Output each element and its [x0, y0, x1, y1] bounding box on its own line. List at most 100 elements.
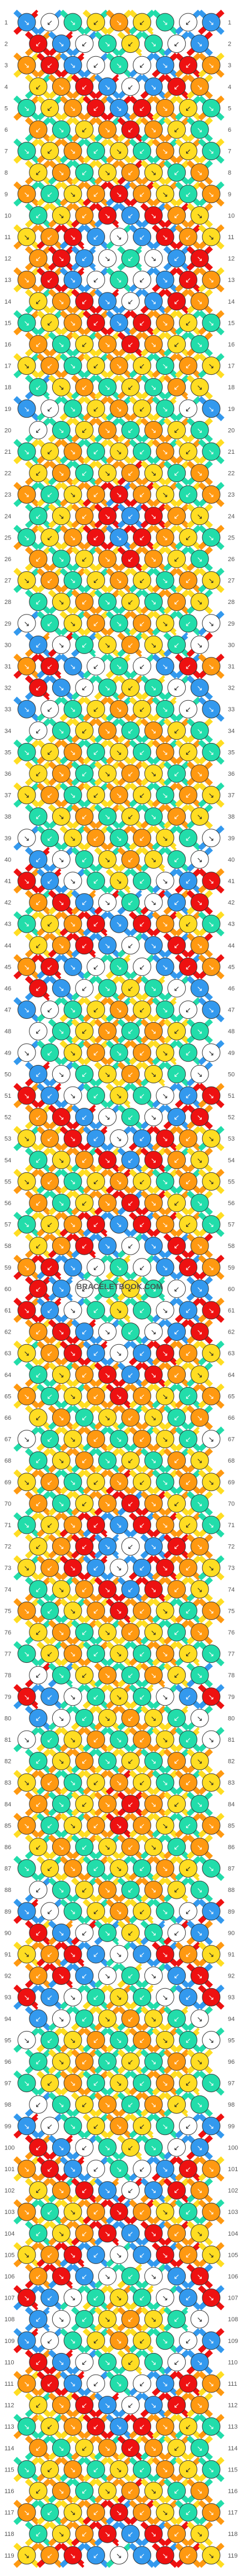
knot-arrow-icon: ↘	[58, 2316, 64, 2324]
knot-arrow-icon: ↘	[208, 749, 215, 757]
knot-arrow-icon: ↘	[58, 2058, 64, 2067]
row-number-left: 88	[4, 1887, 11, 1894]
knot-arrow-icon: ↙	[47, 2080, 53, 2088]
knot-arrow-icon: ↘	[104, 2187, 111, 2196]
knot-arrow-icon: ↙	[173, 1844, 180, 1852]
knot-arrow-icon: ↙	[173, 1758, 180, 1766]
row-number-left: 28	[4, 599, 11, 606]
row-number-right: 11	[228, 234, 234, 241]
knot-arrow-icon: ↘	[208, 363, 215, 371]
knot-arrow-icon: ↙	[139, 534, 145, 542]
row-number-right: 114	[228, 2445, 238, 2452]
knot-arrow-icon: ↘	[162, 148, 168, 156]
knot-arrow-icon: ↙	[35, 1285, 41, 1294]
row-number-right: 10	[228, 212, 235, 219]
knot-arrow-icon: ↘	[151, 2316, 157, 2324]
row-number-right: 58	[228, 1243, 235, 1250]
knot-arrow-icon: ↘	[116, 620, 122, 628]
knot-arrow-icon: ↙	[93, 105, 99, 113]
knot-arrow-icon: ↙	[35, 1500, 41, 1508]
knot-arrow-icon: ↙	[81, 770, 87, 779]
knot-arrow-icon: ↙	[139, 577, 145, 586]
knot-arrow-icon: ↙	[35, 1457, 41, 1465]
knot-arrow-icon: ↙	[185, 2295, 191, 2303]
knot-arrow-icon: ↙	[139, 1779, 145, 1787]
knot-arrow-icon: ↙	[139, 1264, 145, 1272]
knot-arrow-icon: ↙	[185, 1092, 191, 1101]
knot-arrow-icon: ↘	[58, 1586, 64, 1594]
knot-arrow-icon: ↙	[127, 2230, 133, 2238]
row-number-right: 52	[228, 1114, 235, 1121]
knot-arrow-icon: ↙	[93, 835, 99, 843]
knot-arrow-icon: ↙	[47, 1436, 53, 1444]
knot-arrow-icon: ↘	[70, 2509, 76, 2518]
knot-arrow-icon: ↘	[208, 1693, 215, 1702]
knot-arrow-icon: ↙	[35, 126, 41, 135]
knot-arrow-icon: ↙	[35, 2402, 41, 2410]
knot-arrow-icon: ↙	[185, 878, 191, 886]
row-number-left: 80	[4, 1715, 11, 1722]
knot-arrow-icon: ↘	[70, 1994, 76, 2002]
row-number-right: 101	[228, 2166, 238, 2173]
knot-arrow-icon: ↙	[127, 427, 133, 435]
row-number-left: 12	[4, 256, 11, 262]
knot-arrow-icon: ↘	[162, 534, 168, 542]
row-number-left: 83	[4, 1780, 11, 1786]
knot-arrow-icon: ↙	[127, 1629, 133, 1637]
row-number-right: 49	[228, 1050, 235, 1057]
knot-arrow-icon: ↙	[47, 1865, 53, 1874]
row-number-right: 5	[228, 105, 231, 112]
knot-arrow-icon: ↙	[139, 1994, 145, 2002]
row-number-right: 79	[228, 1694, 235, 1701]
knot-arrow-icon: ↙	[173, 2058, 180, 2067]
knot-arrow-icon: ↘	[162, 1049, 168, 1058]
knot-arrow-icon: ↘	[151, 856, 157, 864]
knot-arrow-icon: ↘	[116, 62, 122, 70]
row-number-left: 17	[4, 363, 11, 370]
knot-arrow-icon: ↙	[47, 234, 53, 242]
row-number-left: 75	[4, 1608, 11, 1614]
knot-arrow-icon: ↙	[93, 62, 99, 70]
knot-arrow-icon: ↘	[197, 2101, 203, 2109]
knot-arrow-icon: ↙	[139, 2251, 145, 2260]
knot-arrow-icon: ↘	[197, 2316, 203, 2324]
knot-arrow-icon: ↙	[185, 1908, 191, 1916]
knot-arrow-icon: ↘	[58, 1157, 64, 1165]
knot-arrow-icon: ↙	[35, 2488, 41, 2496]
knot-arrow-icon: ↙	[81, 470, 87, 478]
knot-arrow-icon: ↘	[151, 1758, 157, 1766]
knot-arrow-icon: ↘	[104, 1672, 111, 1680]
row-number-right: 14	[228, 299, 235, 305]
knot-arrow-icon: ↘	[162, 1951, 168, 1959]
knot-arrow-icon: ↙	[35, 1586, 41, 1594]
knot-arrow-icon: ↙	[173, 1543, 180, 1552]
knot-arrow-icon: ↘	[116, 920, 122, 929]
knot-arrow-icon: ↘	[116, 1908, 122, 1916]
row-number-right: 82	[228, 1758, 235, 1765]
knot-arrow-icon: ↙	[139, 1479, 145, 1487]
knot-arrow-icon: ↘	[58, 2144, 64, 2152]
knot-arrow-icon: ↘	[24, 878, 30, 886]
knot-arrow-icon: ↙	[173, 813, 180, 821]
row-number-left: 106	[4, 2273, 14, 2280]
row-number-left: 108	[4, 2316, 14, 2323]
knot-arrow-icon: ↘	[116, 2380, 122, 2389]
knot-arrow-icon: ↙	[35, 513, 41, 521]
knot-arrow-icon: ↙	[93, 2037, 99, 2045]
row-number-right: 2	[228, 41, 231, 48]
knot-arrow-icon: ↘	[208, 1994, 215, 2002]
row-number-right: 95	[228, 2037, 235, 2044]
knot-arrow-icon: ↙	[185, 2423, 191, 2431]
row-number-left: 25	[4, 534, 11, 541]
knot-arrow-icon: ↘	[58, 641, 64, 650]
knot-arrow-icon: ↘	[151, 83, 157, 92]
knot-arrow-icon: ↙	[127, 1414, 133, 1423]
knot-arrow-icon: ↙	[47, 2208, 53, 2217]
knot-arrow-icon: ↙	[185, 105, 191, 113]
knot-arrow-icon: ↘	[70, 62, 76, 70]
knot-arrow-icon: ↘	[197, 2187, 203, 2196]
row-number-left: 79	[4, 1694, 11, 1701]
knot-arrow-icon: ↙	[47, 1221, 53, 1230]
knot-arrow-icon: ↘	[151, 1500, 157, 1508]
knot-arrow-icon: ↘	[208, 405, 215, 414]
